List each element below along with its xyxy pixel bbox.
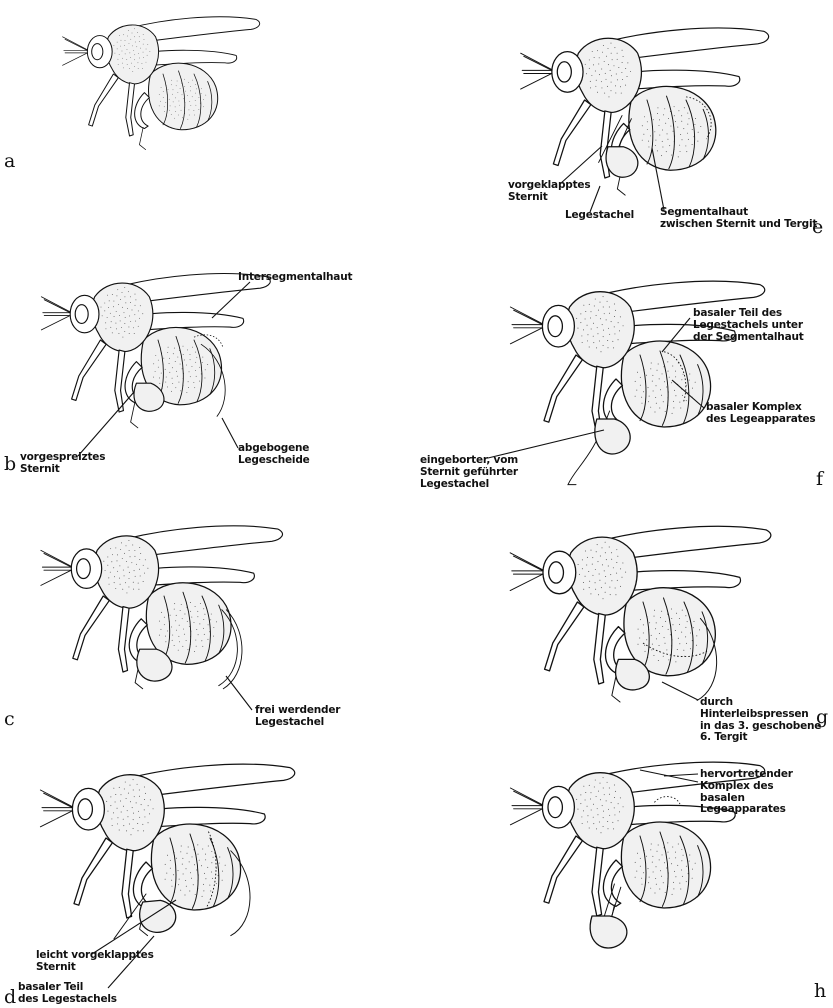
antenna (41, 550, 73, 585)
antenna-inner (65, 39, 90, 53)
compound-eye (548, 797, 562, 818)
label-pointer-12 (662, 682, 698, 700)
panel-letter-a: a (4, 152, 15, 171)
hind-leg (603, 860, 622, 906)
wasp-drawing-c (41, 526, 283, 689)
mid-leg (126, 83, 135, 136)
label-pointer-3 (226, 676, 252, 710)
antenna-inner (513, 556, 546, 574)
antenna-inner (514, 310, 546, 328)
mid-leg (118, 607, 129, 672)
label-leicht-vorgeklapptes-sternit: leicht vorgeklapptes Sternit (36, 950, 154, 974)
label-vorgeklapptes-sternit: vorgeklapptes Sternit (508, 180, 590, 204)
front-leg (73, 596, 109, 660)
wasp-drawing-g (510, 526, 771, 702)
antenna (41, 297, 71, 330)
front-leg (553, 100, 590, 166)
panel-letter-h: h (814, 982, 826, 1001)
hind-tarsus (131, 402, 138, 428)
wasp-drawing-d (40, 764, 294, 939)
front-leg (74, 838, 112, 905)
antenna (40, 790, 74, 827)
front-leg (89, 74, 119, 126)
compound-eye (557, 62, 571, 82)
label-pointer-1 (78, 392, 134, 456)
panel-letter-b: b (4, 455, 16, 474)
compound-eye (75, 305, 88, 324)
wasp-drawing-a (63, 17, 260, 150)
panel-letter-d: d (4, 988, 16, 1007)
compound-eye (77, 559, 91, 579)
mid-leg (594, 613, 605, 684)
sternite-lobe (140, 900, 176, 932)
label-basaler-teil-legestachels: basaler Teil des Legestachels (18, 982, 117, 1006)
compound-eye (549, 562, 564, 583)
front-leg (545, 602, 584, 671)
label-intersegmentalhaut: Intersegmentalhaut (238, 272, 352, 284)
label-eingeborter-legestachel: eingeborter, vom Sternit geführter Leges… (420, 455, 518, 490)
mid-leg (115, 350, 125, 412)
panel-letter-c: c (4, 710, 15, 729)
hidden-structure (654, 797, 680, 804)
antenna-inner (44, 553, 74, 570)
antenna-inner (514, 791, 546, 809)
front-leg (544, 836, 582, 903)
wasp-drawing-b (41, 274, 270, 428)
label-segmentalhaut: Segmentalhaut zwischen Sternit und Tergi… (660, 207, 817, 231)
label-vorgespreiztes-sternit: vorgespreiztes Sternit (20, 452, 105, 476)
antenna (63, 37, 89, 66)
sternite-lobe (590, 916, 627, 948)
antenna (521, 53, 554, 89)
antenna-inner (44, 300, 73, 316)
label-basaler-komplex: basaler Komplex des Legeapparates (706, 402, 815, 426)
label-legestachel: Legestachel (565, 210, 634, 222)
label-hinterleibspressen: durch Hinterleibspressen in das 3. gesch… (700, 697, 833, 744)
front-leg (72, 340, 107, 400)
antenna (510, 307, 544, 344)
hind-leg (135, 93, 150, 129)
panel-letter-f: f (816, 470, 823, 489)
antenna-inner (524, 56, 555, 73)
sternite-lobe (595, 419, 630, 454)
wasp-drawing-e (521, 28, 769, 195)
compound-eye (92, 44, 103, 60)
label-frei-werdender-legestachel: frei werdender Legestachel (255, 705, 340, 729)
mid-leg (592, 847, 603, 916)
compound-eye (78, 799, 92, 820)
label-hervortretender-komplex: hervortretender Komplex des basalen Lege… (700, 769, 793, 816)
antenna (510, 553, 544, 591)
label-abgebogene-legescheide: abgebogene Legescheide (238, 443, 310, 467)
antenna (510, 788, 544, 825)
hind-tarsus (139, 127, 145, 149)
sternite-lobe (606, 147, 638, 177)
label-basaler-teil-des-legestachels: basaler Teil des Legestachels unter der … (693, 308, 804, 343)
compound-eye (548, 316, 562, 337)
front-leg (544, 355, 582, 422)
antenna-inner (44, 793, 76, 811)
label-pointer-2 (222, 418, 238, 448)
mid-leg (122, 849, 133, 918)
